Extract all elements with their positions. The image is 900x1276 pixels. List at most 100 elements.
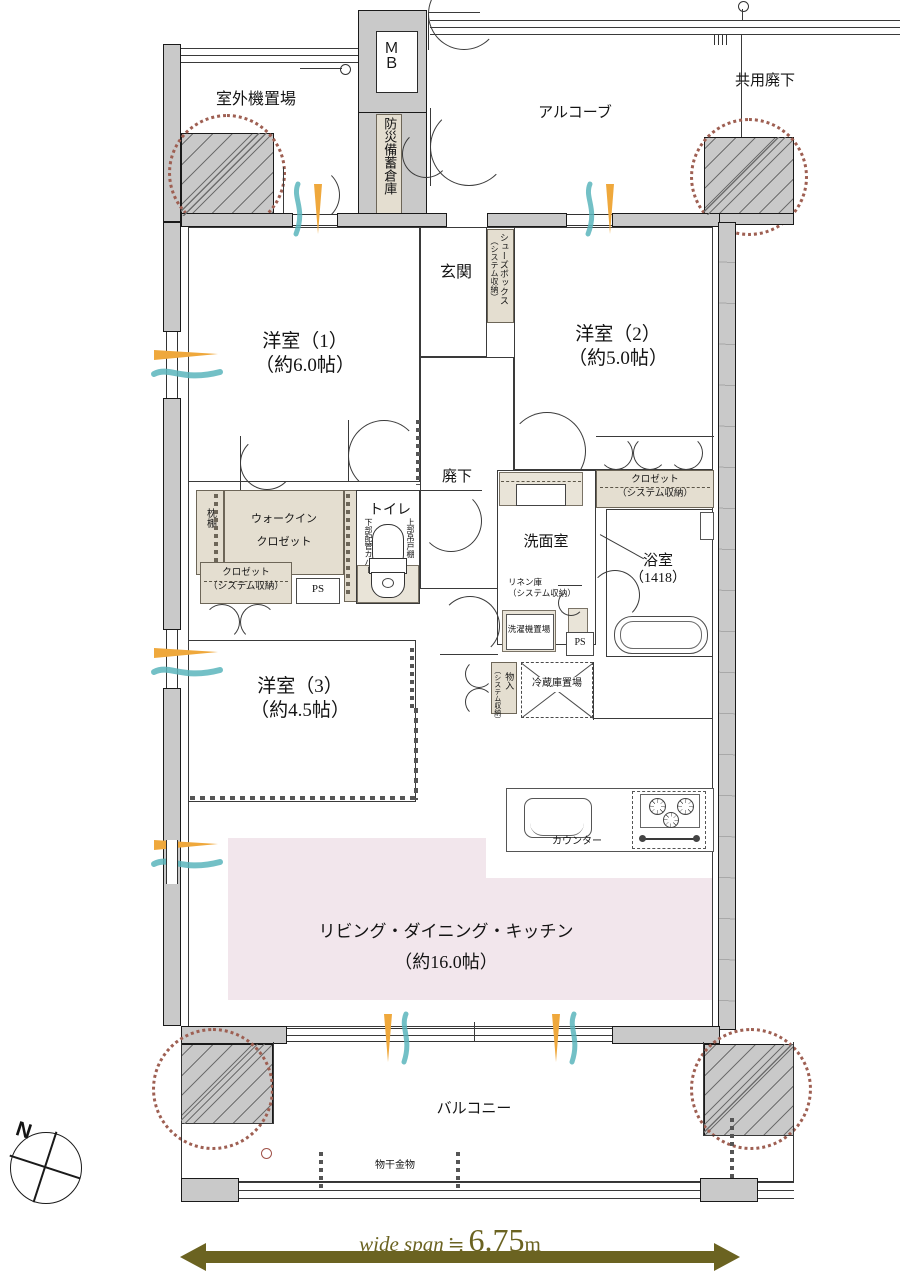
washer-place-inner	[506, 614, 554, 650]
burner-center-icon	[663, 812, 679, 828]
mono-ire-door-b	[465, 688, 493, 716]
balcony-inner-edge-right	[703, 1042, 705, 1136]
label-mono-ire-sub: （システム収納）	[493, 667, 502, 723]
balcony-rail-3	[181, 1198, 794, 1200]
bath-size: （1418）	[630, 571, 686, 587]
outdoor-rail-knob-stem	[300, 68, 342, 70]
label-closet-washitsu-3: クロゼット （システム収納）	[208, 566, 284, 595]
ps-box-left	[296, 578, 340, 604]
label-closet-washitsu-2: クロゼット （システム収納）	[617, 473, 693, 502]
corridor-rail-2	[430, 27, 900, 29]
washitsu-2-area: （約5.0帖）	[568, 347, 668, 369]
washroom-door-arc	[440, 596, 500, 656]
label-makura-dana-left: 枕棚	[204, 508, 216, 528]
washitsu-1-area: （約6.0帖）	[255, 354, 355, 376]
wide-span-arrow	[180, 1243, 740, 1271]
label-common-corridor: 共用廃下	[735, 73, 796, 89]
airflow-left-1	[151, 350, 223, 379]
washitsu-1-door-arc	[348, 420, 420, 492]
closet-w2-sub: （システム収納）	[617, 489, 693, 500]
closet-w2-door-c	[669, 436, 703, 470]
left-exterior-wall-a	[163, 222, 181, 332]
window-left-1	[166, 332, 178, 398]
linen-door-arc	[558, 590, 584, 616]
room-label-bath: 浴室 （1418）	[630, 553, 686, 588]
outdoor-rail-3	[172, 62, 358, 64]
washitsu-3-area: （約4.5帖）	[250, 699, 350, 721]
left-exterior-wall-b	[163, 398, 181, 630]
stove-front-bar	[642, 838, 696, 840]
room-label-corridor: 廃下	[441, 469, 473, 485]
stove-knob-right	[693, 835, 700, 842]
linen-leader	[558, 585, 582, 587]
room-label-washitsu-3: 洋室（3） （約4.5帖）	[250, 675, 350, 723]
ldk-area: （約16.0帖）	[394, 951, 498, 972]
label-ps-left: PS	[311, 583, 325, 595]
makura-dana-right-dashes	[346, 494, 350, 598]
label-balcony: バルコニー	[436, 1101, 512, 1117]
outdoor-rail-1	[172, 48, 358, 50]
vanity-basin	[516, 484, 566, 506]
room-label-entrance: 玄関	[439, 264, 473, 281]
closet-w2-door-rail	[596, 436, 714, 438]
outdoor-rail-2	[172, 55, 358, 57]
closet-washitsu-2	[596, 470, 714, 508]
ps-box-washroom	[566, 632, 594, 656]
window-top-left	[293, 214, 337, 226]
walk-in-door-leaf	[240, 436, 242, 490]
mb-shaft-inner	[376, 31, 418, 93]
burner-left-icon	[649, 798, 666, 815]
closet-w3-title: クロゼット	[222, 568, 270, 578]
airflow-left-3	[151, 840, 223, 869]
label-ps-washroom: PS	[574, 637, 586, 648]
wide-span-unit: m	[524, 1232, 541, 1256]
drying-pole-left	[319, 1152, 323, 1190]
airflow-left-2	[151, 648, 223, 677]
room-entrance	[420, 227, 487, 357]
label-outdoor-unit: 室外機置場	[215, 91, 297, 108]
hatch-stripe-tl	[181, 133, 274, 216]
balcony-sash-divider	[474, 1022, 476, 1042]
washitsu-1-door-leaf	[348, 420, 350, 482]
washitsu-3-sliding-track	[410, 648, 414, 708]
outdoor-door-leaf	[283, 167, 285, 223]
toilet-door-leaf	[420, 490, 482, 492]
closet-w3-shelf	[204, 581, 288, 582]
walk-in-sub: クロゼット	[256, 536, 312, 549]
wide-span-approx: ≒	[447, 1234, 465, 1256]
hatch-stripe-bl	[181, 1044, 273, 1124]
bath-door-arc	[590, 570, 640, 620]
bath-window	[700, 512, 714, 540]
room-label-washitsu-2: 洋室（2） （約5.0帖）	[568, 323, 668, 371]
alcove-door-leaf-1	[428, 12, 430, 50]
drying-pole-right	[456, 1152, 460, 1190]
corridor-tick-group	[714, 35, 730, 45]
window-left-3	[166, 840, 178, 884]
washitsu-3-right-partition	[414, 708, 418, 800]
balcony-drain	[261, 1148, 272, 1159]
balcony-rail-1	[181, 1182, 794, 1184]
room-label-toilet: トイレ	[369, 503, 411, 518]
label-fridge-place: 冷蔵庫置場	[529, 677, 585, 692]
closet-w2-door-b	[633, 436, 667, 470]
label-disaster-storage: 防災備蓄倉庫	[382, 117, 398, 195]
linen-title: リネン庫	[508, 577, 543, 587]
corridor-post-stem	[742, 9, 744, 21]
washitsu-2-door-arc	[508, 412, 586, 490]
shoe-box-title: シューズボックス	[498, 233, 509, 305]
vanity-mirror-line	[501, 481, 581, 482]
top-exterior-wall-mid	[337, 213, 447, 227]
washroom-door-leaf	[440, 654, 498, 656]
kitchen-sink	[524, 798, 592, 838]
washitsu-1-door-track	[416, 420, 420, 485]
room-label-ldk: リビング・ダイニング・キッチン （約16.0帖）	[319, 918, 574, 978]
balcony-sash-mid	[287, 1035, 612, 1037]
label-alcove: アルコーブ	[538, 105, 612, 121]
outdoor-rail-knob	[340, 64, 351, 75]
ldk-name: リビング・ダイニング・キッチン	[318, 922, 574, 941]
linen-sub: （システム収納）	[508, 588, 576, 599]
column-circle-bottom-right	[690, 1028, 812, 1150]
closet-w3-door-a	[204, 604, 240, 640]
alcove-door-jamb-1	[428, 12, 480, 14]
